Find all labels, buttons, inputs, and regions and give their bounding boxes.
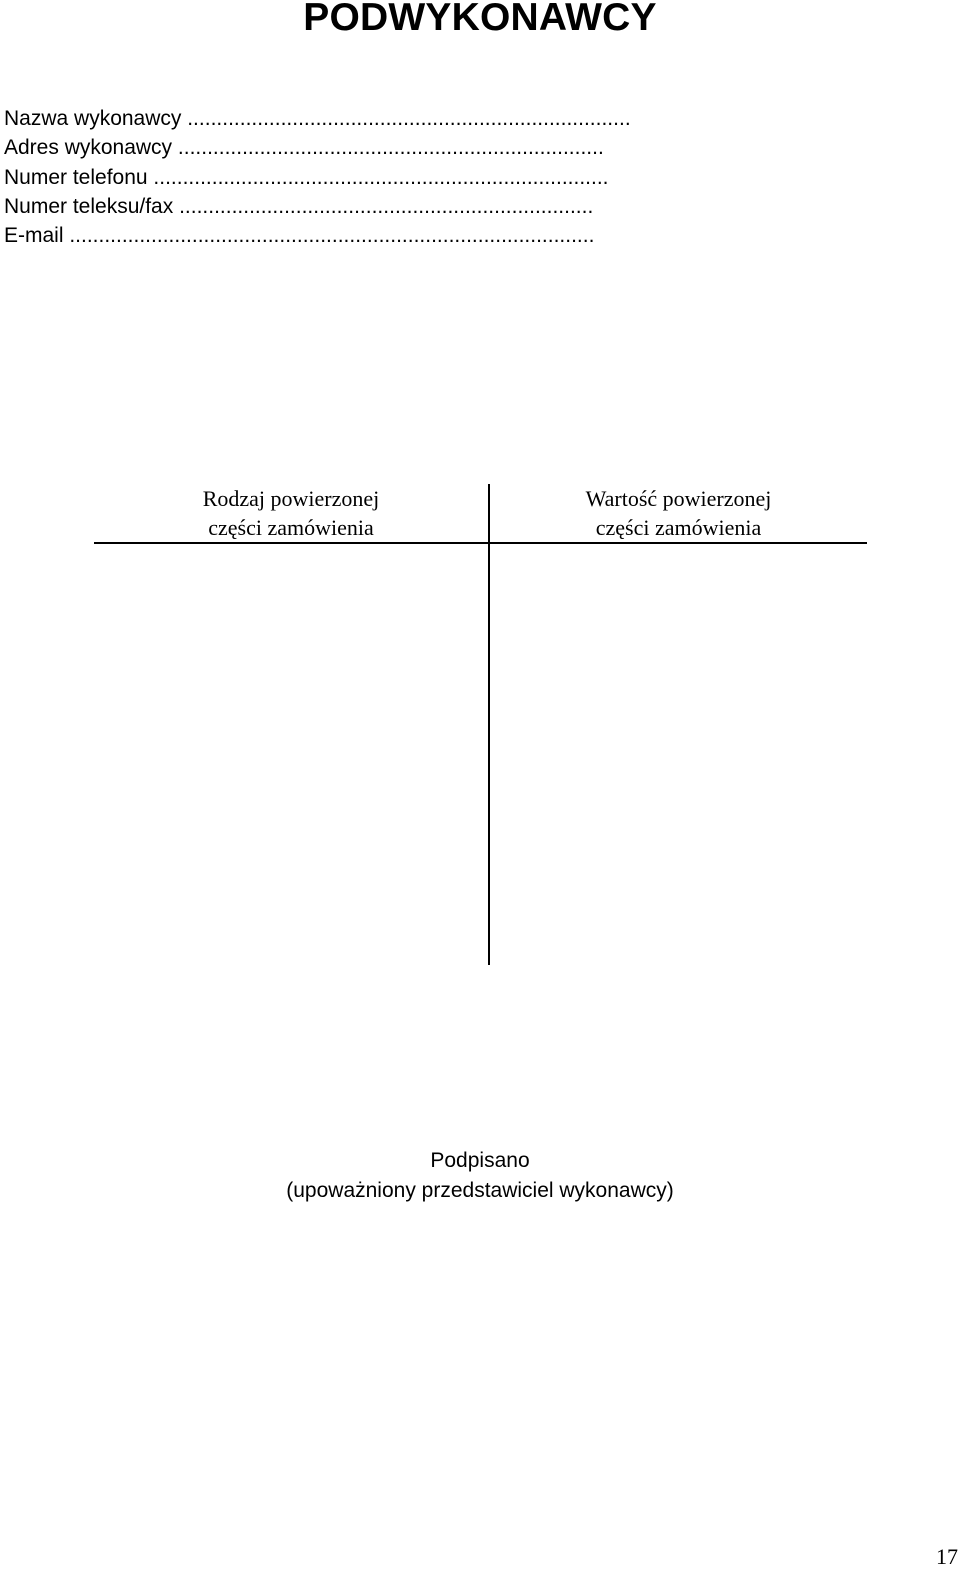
signature-caption: (upoważniony przedstawiciel wykonawcy) bbox=[286, 1178, 674, 1202]
phone-number-field: Numer telefonu .........................… bbox=[4, 165, 609, 189]
table-header-line: Rodzaj powierzonej bbox=[202, 486, 380, 511]
contractor-info-fields: Nazwa wykonawcy ........................… bbox=[4, 104, 631, 250]
email-field: E-mail .................................… bbox=[4, 224, 595, 248]
table-header-line: części zamówienia bbox=[208, 515, 374, 540]
contractor-address-field: Adres wykonawcy ........................… bbox=[4, 136, 604, 160]
table-header-line: Wartość powierzonej bbox=[585, 486, 772, 511]
table-header-type-of-work: Rodzaj powierzonej części zamówienia bbox=[94, 484, 488, 542]
telex-fax-field: Numer teleksu/fax ......................… bbox=[4, 194, 594, 218]
signature-block: Podpisano (upoważniony przedstawiciel wy… bbox=[0, 1146, 960, 1205]
page-number: 17 bbox=[936, 1544, 958, 1569]
table-column-divider bbox=[488, 484, 490, 965]
table-header-divider bbox=[94, 542, 867, 544]
signature-label: Podpisano bbox=[430, 1149, 530, 1172]
table-header-value-of-work: Wartość powierzonej części zamówienia bbox=[490, 484, 867, 542]
contractor-name-field: Nazwa wykonawcy ........................… bbox=[4, 107, 631, 130]
page-title: PODWYKONAWCY bbox=[303, 0, 657, 39]
table-header-line: części zamówienia bbox=[595, 515, 762, 540]
